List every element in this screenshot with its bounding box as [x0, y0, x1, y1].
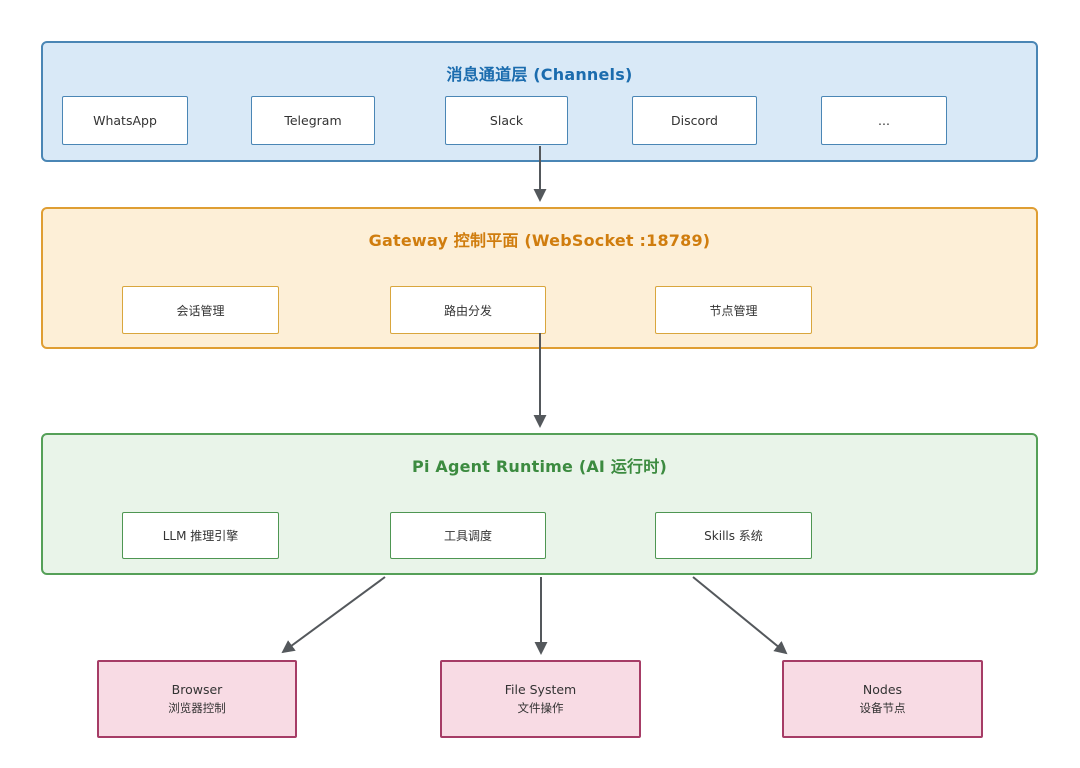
target-nodes-subtitle: 设备节点 [859, 700, 906, 715]
target-browser-subtitle: 浏览器控制 [168, 700, 226, 715]
layer-runtime: Pi Agent Runtime (AI 运行时) LLM 推理引擎 工具调度 … [41, 433, 1038, 575]
target-box-file-system: File System 文件操作 [440, 660, 641, 738]
target-nodes-title: Nodes [862, 682, 903, 697]
channels-layer-title: 消息通道层 (Channels) [446, 65, 633, 84]
runtime-box-tool-dispatch: 工具调度 [390, 512, 546, 559]
gateway-box-session-management: 会话管理 [122, 286, 279, 334]
runtime-box-llm-inference: LLM 推理引擎 [122, 512, 279, 559]
channel-box-slack: Slack [445, 96, 568, 145]
layer-gateway: Gateway 控制平面 (WebSocket :18789) 会话管理 路由分… [41, 207, 1038, 349]
target-box-browser: Browser 浏览器控制 [97, 660, 297, 738]
layer-channels: 消息通道层 (Channels) WhatsApp Telegram Slack… [41, 41, 1038, 162]
target-file-system-subtitle: 文件操作 [517, 700, 564, 715]
channel-box-telegram: Telegram [251, 96, 375, 145]
target-box-nodes: Nodes 设备节点 [782, 660, 983, 738]
channel-box-discord: Discord [632, 96, 757, 145]
channel-box-more: ... [821, 96, 947, 145]
channel-box-whatsapp: WhatsApp [62, 96, 188, 145]
gateway-layer-title: Gateway 控制平面 (WebSocket :18789) [368, 231, 711, 250]
arrow-runtime-to-nodes [692, 576, 788, 655]
arrow-runtime-to-browser [281, 576, 386, 654]
target-file-system-title: File System [504, 682, 577, 697]
runtime-box-skills-system: Skills 系统 [655, 512, 812, 559]
gateway-box-routing-dispatch: 路由分发 [390, 286, 546, 334]
target-browser-title: Browser [171, 682, 223, 697]
gateway-box-node-management: 节点管理 [655, 286, 812, 334]
runtime-layer-title: Pi Agent Runtime (AI 运行时) [412, 457, 667, 476]
